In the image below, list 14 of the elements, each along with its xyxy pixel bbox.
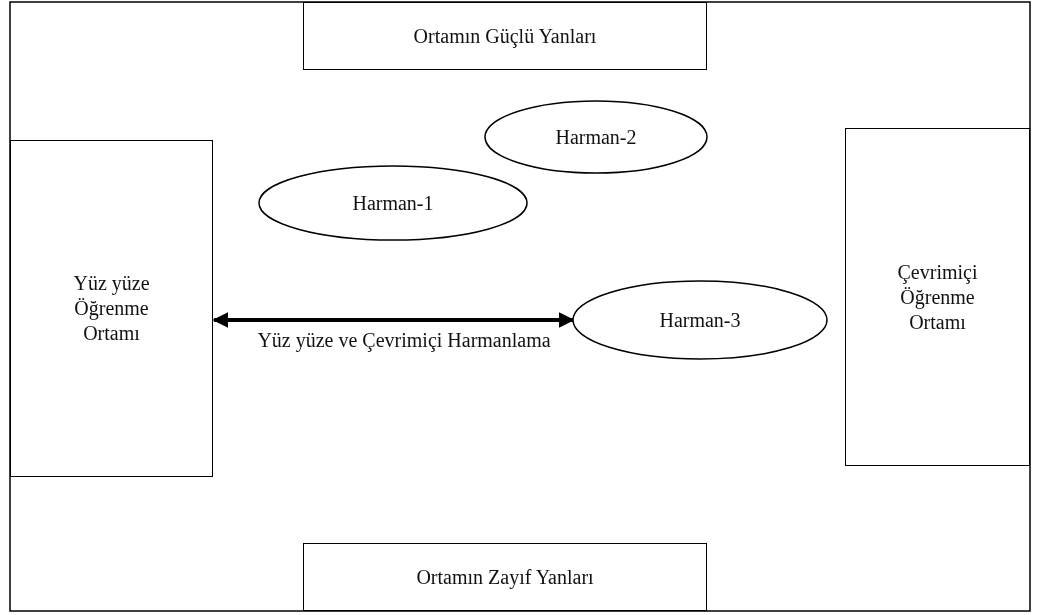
node-label: Çevrimiçi Öğrenme Ortamı (896, 259, 979, 335)
ellipse-node (258, 165, 528, 241)
node-label: Ortamın Güçlü Yanları (413, 23, 597, 49)
ellipse-node (484, 100, 708, 174)
ellipse-node (572, 280, 828, 360)
node-label: Yüz yüze Öğrenme Ortamı (72, 271, 151, 346)
node-label: Harman-1 (352, 190, 434, 216)
node-label: Harman-3 (659, 307, 741, 333)
text-box (303, 543, 707, 611)
node-label: Harman-2 (555, 124, 637, 150)
node-label: Ortamın Zayıf Yanları (416, 564, 594, 590)
text-box (845, 128, 1030, 466)
text-box (303, 2, 707, 70)
text-box (10, 140, 213, 477)
